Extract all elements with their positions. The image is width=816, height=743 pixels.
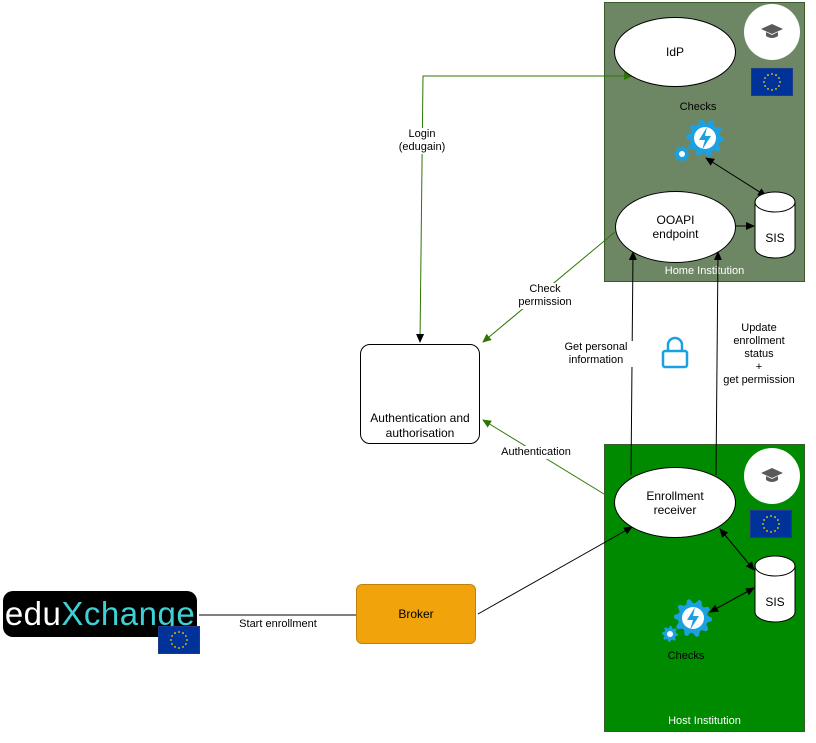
- ooapi-endpoint-node[interactable]: OOAPI endpoint: [615, 191, 736, 263]
- host-checks-label: Checks: [667, 650, 705, 662]
- broker-node[interactable]: Broker: [356, 584, 476, 644]
- broker-label: Broker: [398, 607, 434, 621]
- graduation-cap-icon: [761, 24, 783, 38]
- enrollment-receiver-node[interactable]: Enrollment receiver: [614, 467, 736, 538]
- update-status-edge: [713, 251, 722, 476]
- get-personal-label: Get personal information: [558, 341, 634, 367]
- home-institution-label: Home Institution: [664, 265, 745, 277]
- home-sis-label: SIS: [765, 231, 785, 245]
- start-enrollment-label: Start enrollment: [230, 618, 326, 631]
- update-status-label: Update enrollment status + get permissio…: [718, 322, 800, 387]
- logo-eu-flag-icon: [158, 626, 200, 654]
- host-eu-flag-icon: [750, 510, 792, 538]
- home-avatar: [744, 4, 800, 60]
- logo-part-xchange: Xchange: [61, 595, 196, 632]
- lock-icon: [660, 336, 690, 370]
- idp-node[interactable]: IdP: [614, 17, 736, 87]
- ooapi-endpoint-label: OOAPI endpoint: [652, 213, 699, 241]
- login-edge: [416, 72, 633, 343]
- broker-receiver-edge: [477, 526, 633, 615]
- login-edge-label: Login (edugain): [386, 128, 458, 154]
- authentication-label: Authentication: [495, 446, 577, 459]
- logo-part-edu: edu: [4, 595, 62, 632]
- check-permission-label: Check permission: [510, 283, 580, 309]
- enrollment-receiver-label: Enrollment receiver: [646, 488, 704, 517]
- host-checks-sis-edge: [709, 587, 755, 613]
- home-gear-lightning-icon: [674, 116, 730, 164]
- home-sis-cylinder[interactable]: SIS: [754, 190, 796, 260]
- host-gear-lightning-icon: [662, 596, 718, 644]
- graduation-cap-icon: [761, 468, 783, 482]
- home-checks-label: Checks: [679, 101, 717, 113]
- host-avatar: [744, 448, 800, 504]
- host-sis-label: SIS: [765, 595, 785, 609]
- auth-box-label: Authentication and authorisation: [370, 411, 470, 440]
- home-checks-sis-edge: [705, 157, 767, 197]
- host-sis-cylinder[interactable]: SIS: [754, 554, 796, 624]
- idp-label: IdP: [665, 45, 684, 59]
- auth-box[interactable]: Authentication and authorisation: [360, 344, 480, 444]
- home-eu-flag-icon: [751, 68, 793, 96]
- host-receiver-sis-edge: [719, 528, 755, 571]
- host-institution-label: Host Institution: [668, 715, 741, 727]
